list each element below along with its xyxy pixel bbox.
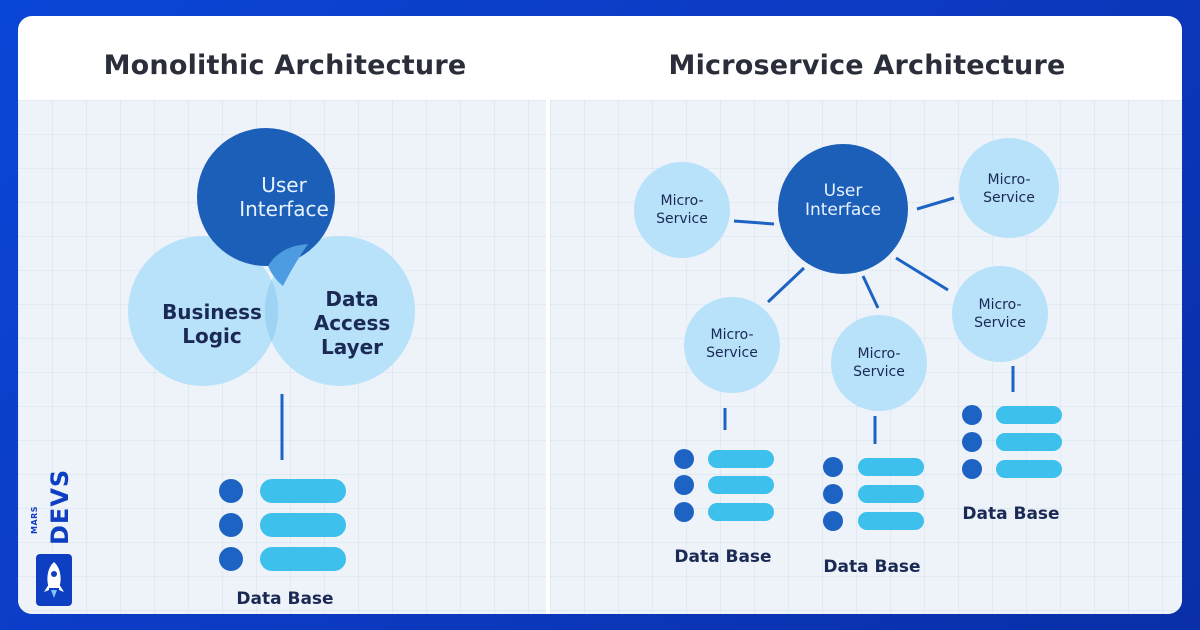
- link-svc4: [861, 275, 880, 309]
- svc3-label-line2: Service: [706, 345, 758, 361]
- rocket-icon: [36, 554, 72, 606]
- bl-label-line1: Business: [162, 300, 262, 324]
- link-svc3: [766, 266, 806, 304]
- microservice-circle-2: [959, 138, 1059, 238]
- micro-db-label-2: Data Base: [823, 557, 920, 577]
- svc4-label-line1: Micro-: [858, 346, 901, 362]
- svc5-label-line1: Micro-: [979, 297, 1022, 313]
- link-svc2: [916, 196, 955, 211]
- micro-db-label-3: Data Base: [962, 504, 1059, 524]
- bl-label-line2: Logic: [182, 324, 242, 348]
- link-svc5: [895, 256, 949, 292]
- microservice-circle-3: [684, 297, 780, 393]
- data-access-circle: [265, 236, 415, 386]
- architecture-diagram: User Interface Business Logic Data Acces…: [128, 128, 1062, 609]
- ui-label-line2: Interface: [239, 197, 329, 221]
- da-label-line1: Data: [325, 287, 378, 311]
- comparison-card: Monolithic Architecture Microservice Arc…: [18, 16, 1182, 614]
- svc5-label-line2: Service: [974, 315, 1026, 331]
- hub-label-line2: Interface: [805, 200, 881, 220]
- micro-db-label-1: Data Base: [674, 547, 771, 567]
- hub-label-line1: User: [824, 181, 863, 201]
- svc1-label-line1: Micro-: [661, 193, 704, 209]
- svc4-label-line2: Service: [853, 364, 905, 380]
- microservice-database-icon-2: [823, 457, 924, 531]
- monolith-diagram: User Interface Business Logic Data Acces…: [128, 128, 415, 609]
- link-svc1: [733, 219, 775, 226]
- svc2-label-line1: Micro-: [988, 172, 1031, 188]
- svc1-label-line2: Service: [656, 211, 708, 227]
- monolith-db-label: Data Base: [236, 589, 333, 609]
- svc3-label-line1: Micro-: [711, 327, 754, 343]
- brand-mars-text: MARS: [30, 505, 39, 535]
- microservice-database-icon-1: [674, 449, 774, 522]
- svc2-label-line2: Service: [983, 190, 1035, 206]
- monolith-database-icon: [219, 479, 346, 571]
- microservice-database-icon-3: [962, 405, 1062, 479]
- da-label-line2: Access: [314, 311, 391, 335]
- microservice-circle-4: [831, 315, 927, 411]
- da-label-line3: Layer: [321, 335, 383, 359]
- user-interface-circle: [197, 128, 335, 266]
- monolithic-heading: Monolithic Architecture: [103, 50, 467, 81]
- ui-label-line1: User: [261, 173, 307, 197]
- microservice-heading: Microservice Architecture: [668, 50, 1066, 81]
- microservice-diagram: User Interface Micro- Service Micro- Ser…: [634, 138, 1062, 577]
- microservice-circle-5: [952, 266, 1048, 362]
- business-logic-circle: [128, 236, 278, 386]
- brand-devs-text: DEVS: [46, 468, 74, 546]
- microservice-circle-1: [634, 162, 730, 258]
- microservice-hub-circle: [778, 144, 908, 274]
- brand-mark: DEVS MARS: [24, 466, 76, 614]
